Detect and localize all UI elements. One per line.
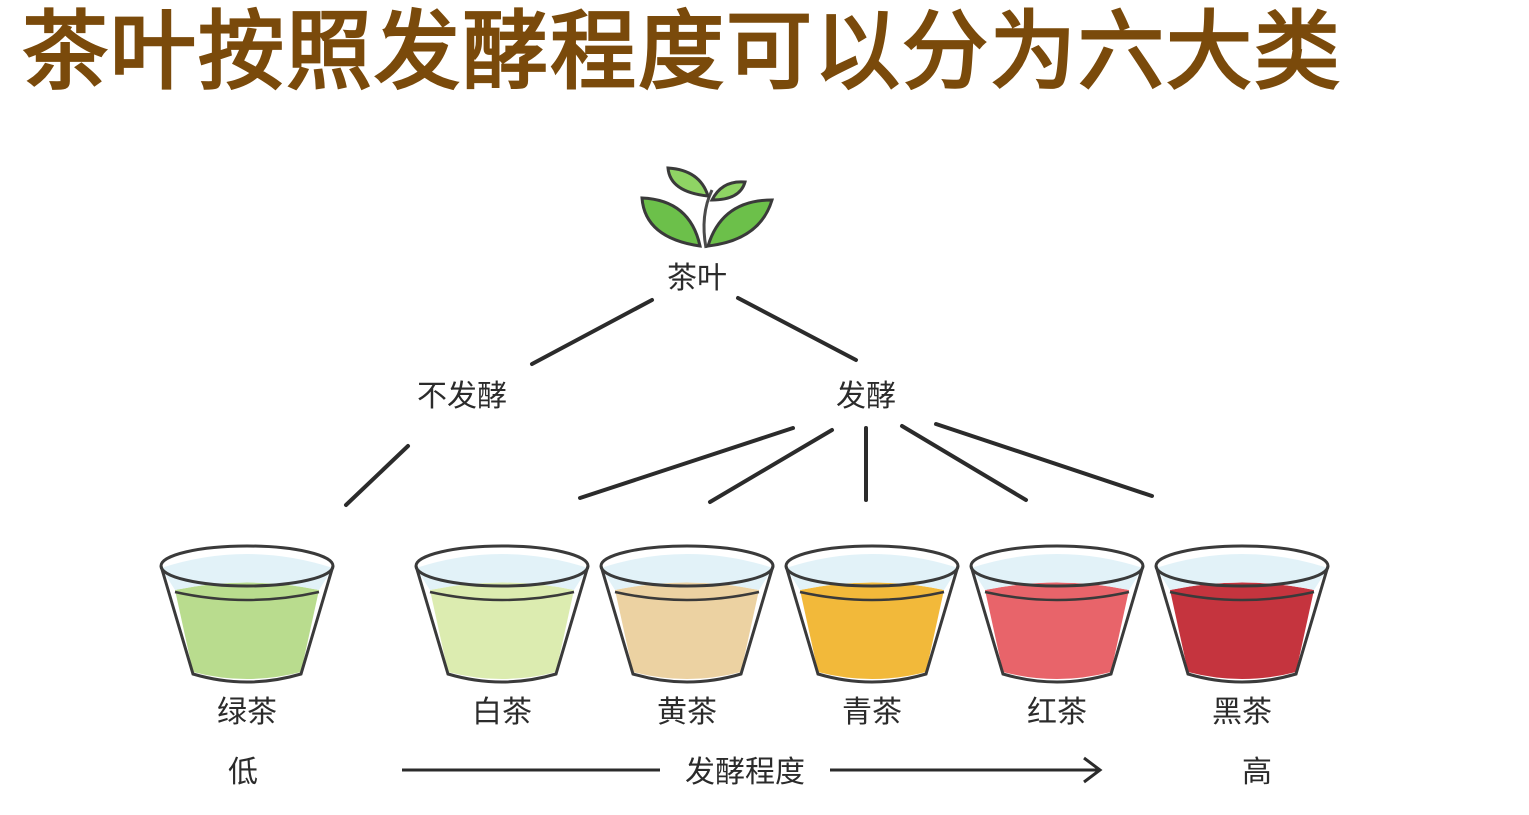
tea-cup: 黄茶 xyxy=(599,544,775,730)
tea-liquid xyxy=(800,582,944,679)
connector-root-nonfermented xyxy=(530,298,654,366)
tea-name-label: 黄茶 xyxy=(657,695,717,730)
connector-root-fermented xyxy=(736,296,858,362)
cup-body xyxy=(599,565,775,684)
page-title: 茶叶按照发酵程度可以分为六大类 xyxy=(22,2,1342,102)
scale-label: 发酵程度 xyxy=(685,755,805,790)
liquid-surface xyxy=(429,590,575,602)
liquid-surface xyxy=(614,590,760,602)
liquid-surface xyxy=(1169,590,1315,602)
liquid-surface xyxy=(174,590,320,602)
tea-cup: 绿茶 xyxy=(159,544,335,730)
liquid-surface xyxy=(984,590,1130,602)
tea-leaf-icon xyxy=(640,166,775,249)
connector-nonfermented-green xyxy=(344,444,410,507)
tea-name-label: 白茶 xyxy=(472,695,532,730)
cup-body xyxy=(414,565,590,684)
cup-glass xyxy=(161,554,333,590)
tea-liquid xyxy=(985,582,1129,679)
tea-liquid xyxy=(615,582,759,679)
tea-name-label: 黑茶 xyxy=(1212,695,1272,730)
tea-cup: 白茶 xyxy=(414,544,590,730)
tea-cup: 红茶 xyxy=(969,544,1145,730)
tea-liquid xyxy=(1170,582,1314,679)
cup-glass xyxy=(786,554,958,590)
tea-cup: 黑茶 xyxy=(1154,544,1330,730)
cup-body xyxy=(159,565,335,684)
cup-glass xyxy=(971,554,1143,590)
tree-connectors xyxy=(344,296,1154,507)
cup-glass xyxy=(416,554,588,590)
connector-fermented-white xyxy=(578,426,795,500)
cup-glass xyxy=(1156,554,1328,590)
branch-label-fermented: 发酵 xyxy=(836,379,896,414)
scale-low-label: 低 xyxy=(228,755,258,790)
tea-liquid xyxy=(175,582,319,679)
cup-body xyxy=(1154,565,1330,684)
tea-cup: 青茶 xyxy=(784,544,960,730)
root-label: 茶叶 xyxy=(667,261,727,296)
tea-name-label: 青茶 xyxy=(842,695,902,730)
cup-body xyxy=(784,565,960,684)
liquid-surface xyxy=(799,590,945,602)
connector-fermented-dark xyxy=(934,422,1154,498)
tea-liquid xyxy=(430,582,574,679)
connector-fermented-red xyxy=(900,424,1028,502)
cup-body xyxy=(969,565,1145,684)
tea-name-label: 红茶 xyxy=(1027,695,1087,730)
tea-cups: 绿茶 白茶 黄茶 青茶 红茶 黑茶 xyxy=(159,544,1330,730)
scale-high-label: 高 xyxy=(1242,755,1272,790)
branch-label-non-fermented: 不发酵 xyxy=(417,379,507,414)
arrow-head-icon xyxy=(1083,756,1103,784)
connector-fermented-yellow xyxy=(708,428,834,504)
tea-name-label: 绿茶 xyxy=(217,695,277,730)
cup-glass xyxy=(601,554,773,590)
